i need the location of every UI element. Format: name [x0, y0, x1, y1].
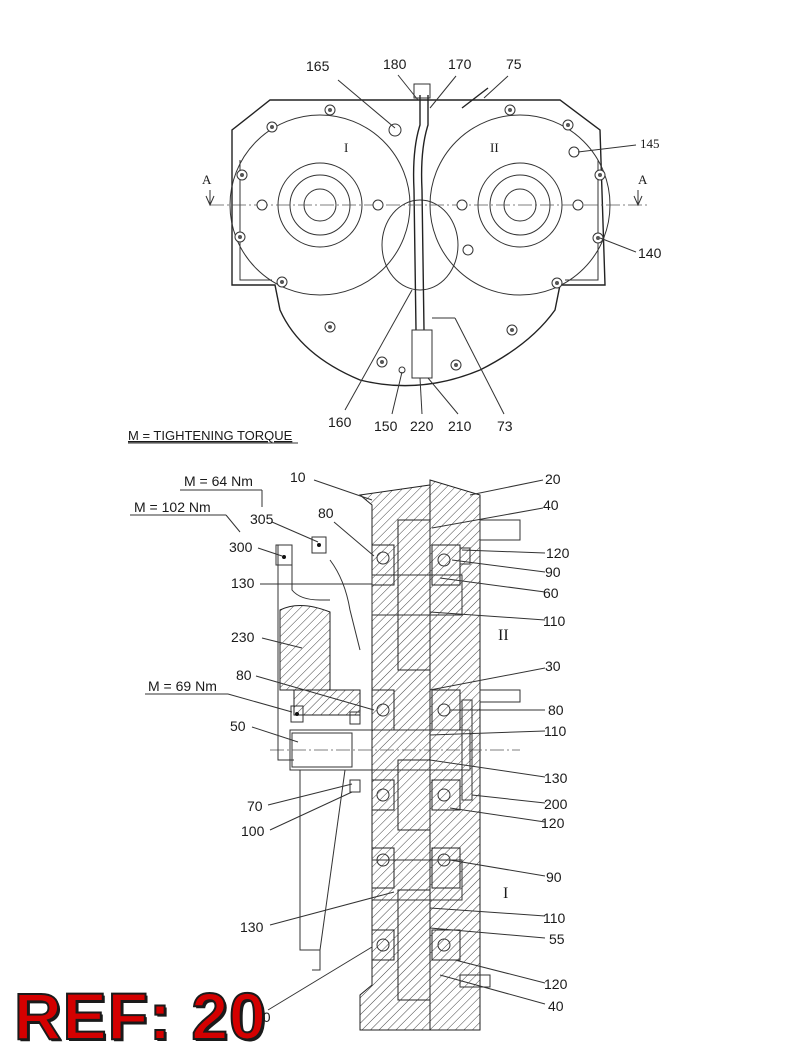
housing-bolts: [234, 104, 606, 374]
callout-120-a: 120: [546, 545, 570, 561]
shaft-mark-i-section: I: [503, 885, 508, 902]
callout-150: 150: [374, 418, 398, 434]
callout-100: 100: [241, 823, 265, 839]
callout-50: 50: [230, 718, 246, 734]
top-view-leaders: [337, 74, 637, 415]
callout-90-b: 90: [546, 869, 562, 885]
callout-90-a: 90: [545, 564, 561, 580]
callout-10: 10: [290, 469, 306, 485]
callout-180: 180: [383, 56, 407, 72]
callout-305: 305: [250, 511, 274, 527]
callout-40-b: 40: [548, 998, 564, 1014]
callout-220: 220: [410, 418, 434, 434]
callout-120-c: 120: [544, 976, 568, 992]
callout-40-a: 40: [543, 497, 559, 513]
callout-20: 20: [545, 471, 561, 487]
callout-210: 210: [448, 418, 472, 434]
torque-102: M = 102 Nm: [134, 499, 211, 515]
callout-140: 140: [638, 245, 662, 261]
callout-80-b: 80: [236, 667, 252, 683]
callout-110-c: 110: [543, 910, 566, 926]
section-leaders: [130, 479, 546, 1011]
tightening-torque-note: M = TIGHTENING TORQUE: [128, 428, 293, 443]
callout-230: 230: [231, 629, 255, 645]
callout-30: 30: [545, 658, 561, 674]
callout-73: 73: [497, 418, 513, 434]
callout-70: 70: [247, 798, 263, 814]
callout-110-b: 110: [544, 723, 567, 739]
callout-160: 160: [328, 414, 352, 430]
top-view-housing: [205, 83, 648, 387]
callout-200: 200: [544, 796, 568, 812]
callout-110-a: 110: [543, 613, 566, 629]
callout-130-a: 130: [231, 575, 255, 591]
callout-55: 55: [549, 931, 565, 947]
torque-69: M = 69 Nm: [148, 678, 217, 694]
callout-80-a: 80: [318, 505, 334, 521]
callout-145: 145: [640, 136, 660, 151]
callout-60: 60: [543, 585, 559, 601]
shaft-mark-i-top: I: [344, 140, 348, 155]
callout-165: 165: [306, 58, 330, 74]
callout-300: 300: [229, 539, 253, 555]
torque-64: M = 64 Nm: [184, 473, 253, 489]
callout-80-d: 80: [548, 702, 564, 718]
callout-80-c: 80: [255, 1009, 271, 1025]
section-mark-right: A: [638, 172, 648, 187]
callout-130-b: 130: [240, 919, 264, 935]
section-mark-left: A: [202, 172, 212, 187]
reference-badge: REF: 20: [13, 979, 267, 1053]
callout-170: 170: [448, 56, 472, 72]
callout-120-b: 120: [541, 815, 565, 831]
callout-75: 75: [506, 56, 522, 72]
section-view: [270, 479, 521, 1031]
shaft-mark-ii-top: II: [490, 140, 499, 155]
callout-130-c: 130: [544, 770, 568, 786]
shaft-mark-ii-section: II: [498, 627, 509, 644]
